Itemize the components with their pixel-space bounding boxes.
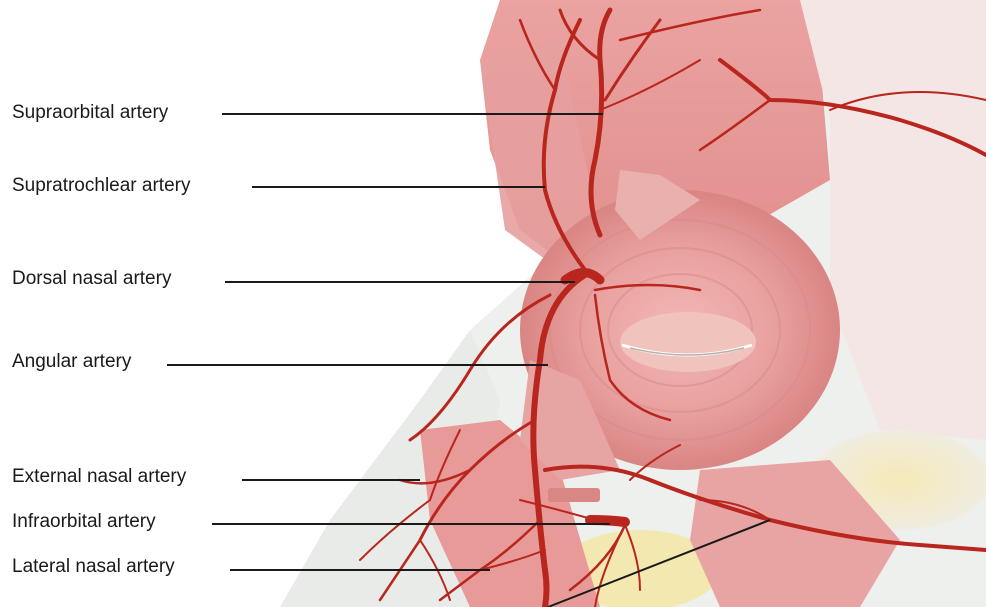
- eye-opening: [620, 312, 756, 372]
- label-lateral-nasal-artery: Lateral nasal artery: [12, 556, 175, 578]
- label-supraorbital-artery: Supraorbital artery: [12, 102, 168, 124]
- label-dorsal-nasal-artery: Dorsal nasal artery: [12, 268, 171, 290]
- label-external-nasal-artery: External nasal artery: [12, 466, 186, 488]
- label-infraorbital-artery: Infraorbital artery: [12, 511, 156, 533]
- label-angular-artery: Angular artery: [12, 351, 131, 373]
- label-supratrochlear-artery: Supratrochlear artery: [12, 175, 190, 197]
